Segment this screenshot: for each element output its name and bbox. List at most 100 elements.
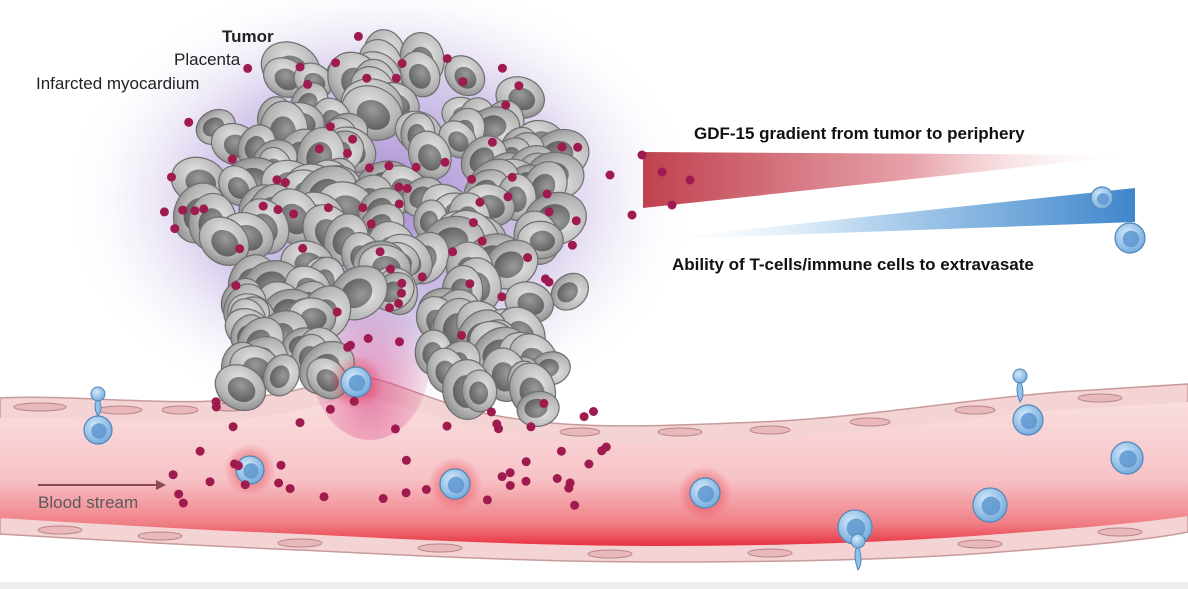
gdf15-dot xyxy=(228,422,238,432)
gdf15-dot xyxy=(579,412,589,422)
immune-cell xyxy=(678,466,732,520)
gdf15-dot xyxy=(477,236,487,246)
gdf15-dot xyxy=(378,494,388,503)
gdf15-dot xyxy=(442,54,452,64)
gdf15-dot xyxy=(273,205,283,215)
gdf15-dot xyxy=(497,292,507,302)
gdf15-dot xyxy=(417,272,427,282)
gdf15-dot xyxy=(421,485,431,494)
immune-cell xyxy=(972,487,1008,523)
label-tcell-ability: Ability of T-cells/immune cells to extra… xyxy=(672,255,1034,274)
gdf15-dot xyxy=(184,117,194,127)
gdf15-dot xyxy=(402,184,412,193)
gdf15-dot xyxy=(542,189,552,199)
gdf15-dot xyxy=(325,122,335,132)
gdf15-dot xyxy=(486,407,496,417)
gdf15-dot xyxy=(168,470,178,480)
tumor-cell xyxy=(262,354,300,397)
gdf15-dot xyxy=(657,167,667,177)
gdf15-dot xyxy=(482,495,492,505)
tumor-cell xyxy=(214,364,266,412)
gdf15-dot xyxy=(521,457,531,467)
gdf15-dot xyxy=(397,278,407,288)
immune-cell xyxy=(224,444,276,496)
gdf15-dot xyxy=(358,203,368,213)
gdf15-dot xyxy=(468,218,478,228)
gdf15-dot xyxy=(295,418,305,428)
gdf15-dot xyxy=(557,142,567,152)
immune-cell xyxy=(1012,368,1028,384)
gdf15-dot xyxy=(174,489,184,499)
gdf15-dot xyxy=(272,175,282,185)
gdf15-dot xyxy=(363,334,373,343)
gdf15-dot xyxy=(375,247,385,257)
gdf15-dot xyxy=(501,100,511,110)
gdf15-dot xyxy=(391,73,401,83)
gdf15-dot xyxy=(401,488,411,498)
gdf15-dot xyxy=(556,446,566,456)
gdf15-dot xyxy=(448,247,458,257)
gdf15-dot xyxy=(667,200,677,210)
gdf15-dot xyxy=(323,203,333,213)
gdf15-dot xyxy=(167,172,176,182)
immune-cell xyxy=(1110,441,1144,475)
endothelial-cells-bottom xyxy=(37,525,1143,559)
gdf15-dot xyxy=(526,422,536,432)
label-gdf15-gradient: GDF-15 gradient from tumor to periphery xyxy=(694,124,1025,143)
gdf15-dot xyxy=(314,144,324,154)
label-infarcted-myocardium: Infarcted myocardium xyxy=(36,74,200,93)
gdf15-dot xyxy=(295,62,305,72)
gdf15-dot xyxy=(475,197,485,207)
gdf15-dot xyxy=(573,142,583,152)
gdf15-dot xyxy=(331,58,341,68)
gdf15-dot xyxy=(401,455,411,465)
gdf15-dot xyxy=(570,500,580,510)
gdf15-dot xyxy=(544,277,554,287)
gdf15-dot xyxy=(325,404,335,414)
endothelial-cells-top xyxy=(13,393,1123,437)
gdf15-molecules xyxy=(159,31,695,510)
vessel-lumen xyxy=(0,396,1188,546)
gdf15-dot xyxy=(211,402,221,412)
gdf15-dot xyxy=(343,148,352,158)
gdf15-dot xyxy=(258,201,268,211)
gdf15-dot xyxy=(440,157,450,167)
gdf15-dot xyxy=(514,81,524,91)
gdf15-dot xyxy=(159,207,169,217)
gdf15-dot xyxy=(394,182,404,192)
immune-cell xyxy=(1114,222,1146,254)
gdf15-dot xyxy=(523,253,533,263)
gdf15-dot xyxy=(348,134,358,144)
gdf15-dot xyxy=(240,480,250,490)
gdf15-dot xyxy=(571,216,581,226)
gdf15-dot xyxy=(637,150,647,160)
gdf15-dot xyxy=(190,206,200,216)
immune-cell xyxy=(850,533,866,549)
gdf15-dot xyxy=(353,31,363,41)
immune-cell xyxy=(837,509,873,545)
gdf15-dot xyxy=(544,207,554,217)
gdf15-dot xyxy=(384,161,394,171)
gdf15-dot xyxy=(458,77,468,87)
gdf15-dot xyxy=(492,419,502,429)
gdf15-dot xyxy=(285,484,295,494)
gdf15-dot xyxy=(395,337,404,347)
gdf15-dot xyxy=(467,174,477,184)
gdf15-dot xyxy=(227,154,237,164)
immune-cells xyxy=(83,186,1146,572)
gdf15-dot xyxy=(487,137,497,147)
gdf15-dot xyxy=(539,398,549,408)
gdf15-dot xyxy=(397,288,406,298)
gdf15-dot xyxy=(362,73,372,83)
gdf15-dot xyxy=(243,63,253,73)
tumor-cell xyxy=(461,369,498,413)
immune-cell xyxy=(329,355,383,409)
gdf15-dot xyxy=(289,209,299,219)
gdf15-dot xyxy=(567,240,577,250)
gdf15-dot xyxy=(319,492,329,502)
bottom-band xyxy=(0,582,1188,589)
gdf15-dot xyxy=(280,178,290,187)
immune-cell xyxy=(83,415,113,445)
gdf15-dot xyxy=(170,224,180,234)
